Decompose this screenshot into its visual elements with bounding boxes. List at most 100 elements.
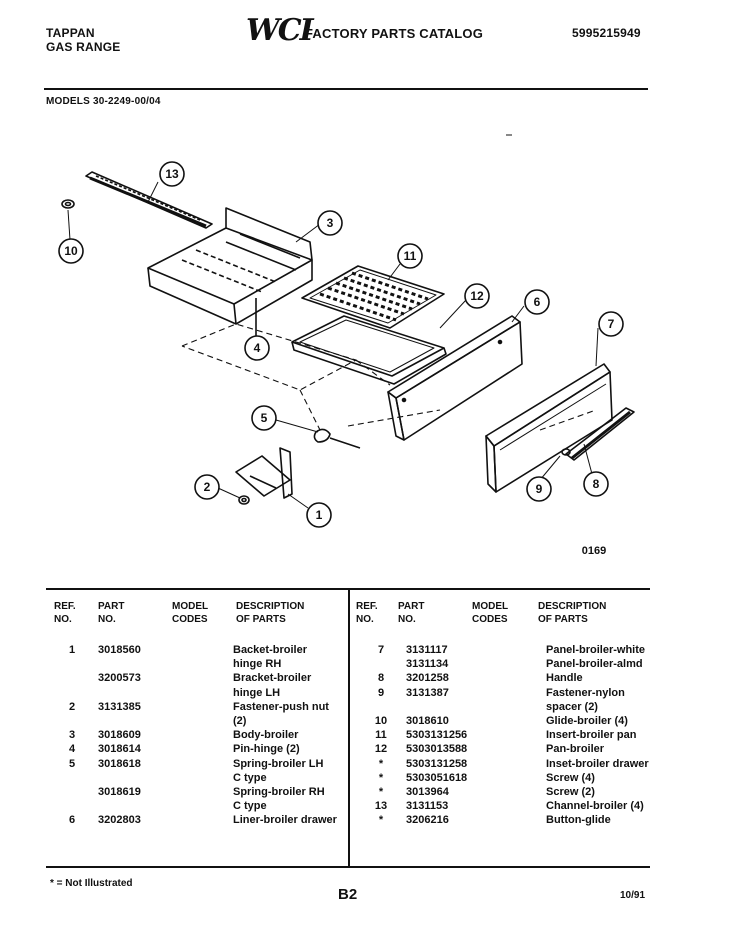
- ref-no-cell: 5: [68, 757, 76, 770]
- ref-no-cell: 7: [377, 644, 385, 656]
- catalog-title: FACTORY PARTS CATALOG: [305, 26, 484, 41]
- ref-no-cell: 3: [68, 729, 76, 742]
- bracket-broiler-hinge-part: [235, 447, 293, 499]
- callout-label-5: 5: [261, 411, 268, 425]
- table-bottom-rule: [46, 866, 650, 868]
- models-label: MODELS 30-2249-00/04: [46, 96, 161, 107]
- part-no-cell: 3206216: [406, 814, 449, 827]
- fastener-push-nut-part: [238, 495, 250, 505]
- callout-label-2: 2: [204, 480, 211, 494]
- table-header-left: REF. NO. PART NO. MODEL CODES DESCRIPTIO…: [46, 600, 356, 626]
- description-cell: Panel-broiler-white Panel-broiler-almd: [546, 644, 646, 671]
- catalog-number: 5995215949: [572, 26, 641, 40]
- part-no-cell: 3131117 3131134: [406, 644, 449, 671]
- ref-no-cell: 6: [68, 814, 76, 827]
- callout-circles: [58, 161, 624, 528]
- table-row: 5 3018618 Spring-broiler LH C type: [46, 757, 358, 785]
- revision-date: 10/91: [620, 890, 646, 901]
- description-cell: Liner-broiler drawer: [233, 814, 337, 827]
- callout-label-8: 8: [593, 477, 600, 491]
- brand-name: TAPPAN: [46, 26, 95, 40]
- part-no-cell: 3200573: [98, 672, 141, 685]
- table-top-rule: [46, 588, 650, 590]
- description-cell: Screw (4): [546, 771, 595, 784]
- ref-no-cell: 13: [374, 800, 388, 813]
- callout-label-12: 12: [470, 289, 484, 303]
- header-part-no: PART NO.: [98, 601, 125, 625]
- assembly-guide-lines: [181, 323, 597, 431]
- table-row: * 5303131258 Inset-broiler drawer: [356, 757, 666, 771]
- ref-no-cell: *: [378, 771, 384, 784]
- ref-no-cell: *: [378, 786, 384, 798]
- description-cell: Fastener-push nut (2): [233, 700, 329, 727]
- glide-broiler-part: [61, 199, 75, 209]
- callout-10: [58, 238, 84, 264]
- ref-no-cell: *: [378, 814, 384, 827]
- header-rule: [44, 88, 648, 90]
- handle-part: [565, 407, 635, 461]
- callout-label-10: 10: [64, 244, 78, 258]
- liner-broiler-drawer-part: [387, 315, 523, 441]
- part-no-cell: 3202803: [98, 814, 141, 827]
- part-no-cell: 5303013588: [406, 743, 468, 756]
- callout-11: [397, 243, 423, 269]
- part-no-cell: 3018560: [98, 644, 141, 656]
- description-cell: Button-glide: [546, 814, 611, 827]
- description-cell: Inset-broiler drawer: [546, 757, 649, 770]
- part-no-cell: 3018614: [98, 743, 141, 756]
- not-illustrated-note: * = Not Illustrated: [50, 878, 133, 889]
- description-cell: Pan-broiler: [546, 743, 605, 756]
- callout-label-9: 9: [536, 482, 543, 496]
- part-no-cell: 3013964: [406, 786, 449, 798]
- figure-code: 0169: [582, 545, 606, 557]
- callout-label-13: 13: [165, 167, 179, 181]
- panel-broiler-part: [485, 363, 613, 493]
- description-cell: Spring-broiler RH C type: [233, 786, 325, 813]
- description-cell: Handle: [546, 672, 583, 685]
- header-description-right: DESCRIPTION OF PARTS: [538, 601, 607, 625]
- part-no-cell: 3201258: [406, 672, 449, 685]
- description-cell: Fastener-nylon spacer (2): [546, 686, 625, 713]
- callout-9: [526, 476, 552, 502]
- part-no-cell: 5303051618: [406, 771, 468, 784]
- spring-broiler-part: [313, 428, 361, 449]
- part-no-cell: 3131153: [406, 800, 449, 813]
- table-header-right: REF. NO. PART NO. MODEL CODES DESCRIPTIO…: [356, 600, 658, 626]
- description-cell: Bracket-broiler hinge LH: [233, 672, 312, 699]
- ref-no-cell: 9: [377, 686, 385, 699]
- callout-label-3: 3: [327, 216, 334, 230]
- table-row: 3200573 Bracket-broiler hinge LH: [46, 671, 358, 699]
- part-no-cell: 3018609: [98, 729, 141, 742]
- ref-no-cell: 10: [374, 715, 388, 727]
- part-no-cell: 5303131258: [406, 757, 468, 770]
- table-row: 9 3131387 Fastener-nylon spacer (2): [356, 686, 666, 714]
- description-cell: Insert-broiler pan: [546, 729, 637, 742]
- table-row: * 5303051618 Screw (4): [356, 771, 666, 785]
- ref-no-cell: 1: [68, 644, 76, 656]
- header-model-codes-right: MODEL CODES: [472, 601, 509, 625]
- product-name: GAS RANGE: [46, 40, 121, 54]
- part-no-cell: 5303131256: [406, 729, 468, 742]
- page-number: B2: [338, 886, 358, 903]
- header-part-no-right: PART NO.: [398, 601, 425, 625]
- callout-label-7: 7: [608, 317, 615, 331]
- header-ref-no-right: REF. NO.: [356, 601, 378, 625]
- part-no-cell: 3131387: [406, 686, 449, 699]
- ref-no-cell: *: [378, 757, 384, 770]
- table-row: 6 3202803 Liner-broiler drawer: [46, 813, 358, 827]
- callout-label-11: 11: [404, 249, 417, 263]
- callout-1: [306, 502, 332, 528]
- description-cell: Spring-broiler LH C type: [233, 757, 324, 784]
- callout-label-4: 4: [254, 341, 261, 355]
- part-no-cell: 3018618: [98, 757, 141, 770]
- callout-8: [583, 471, 609, 497]
